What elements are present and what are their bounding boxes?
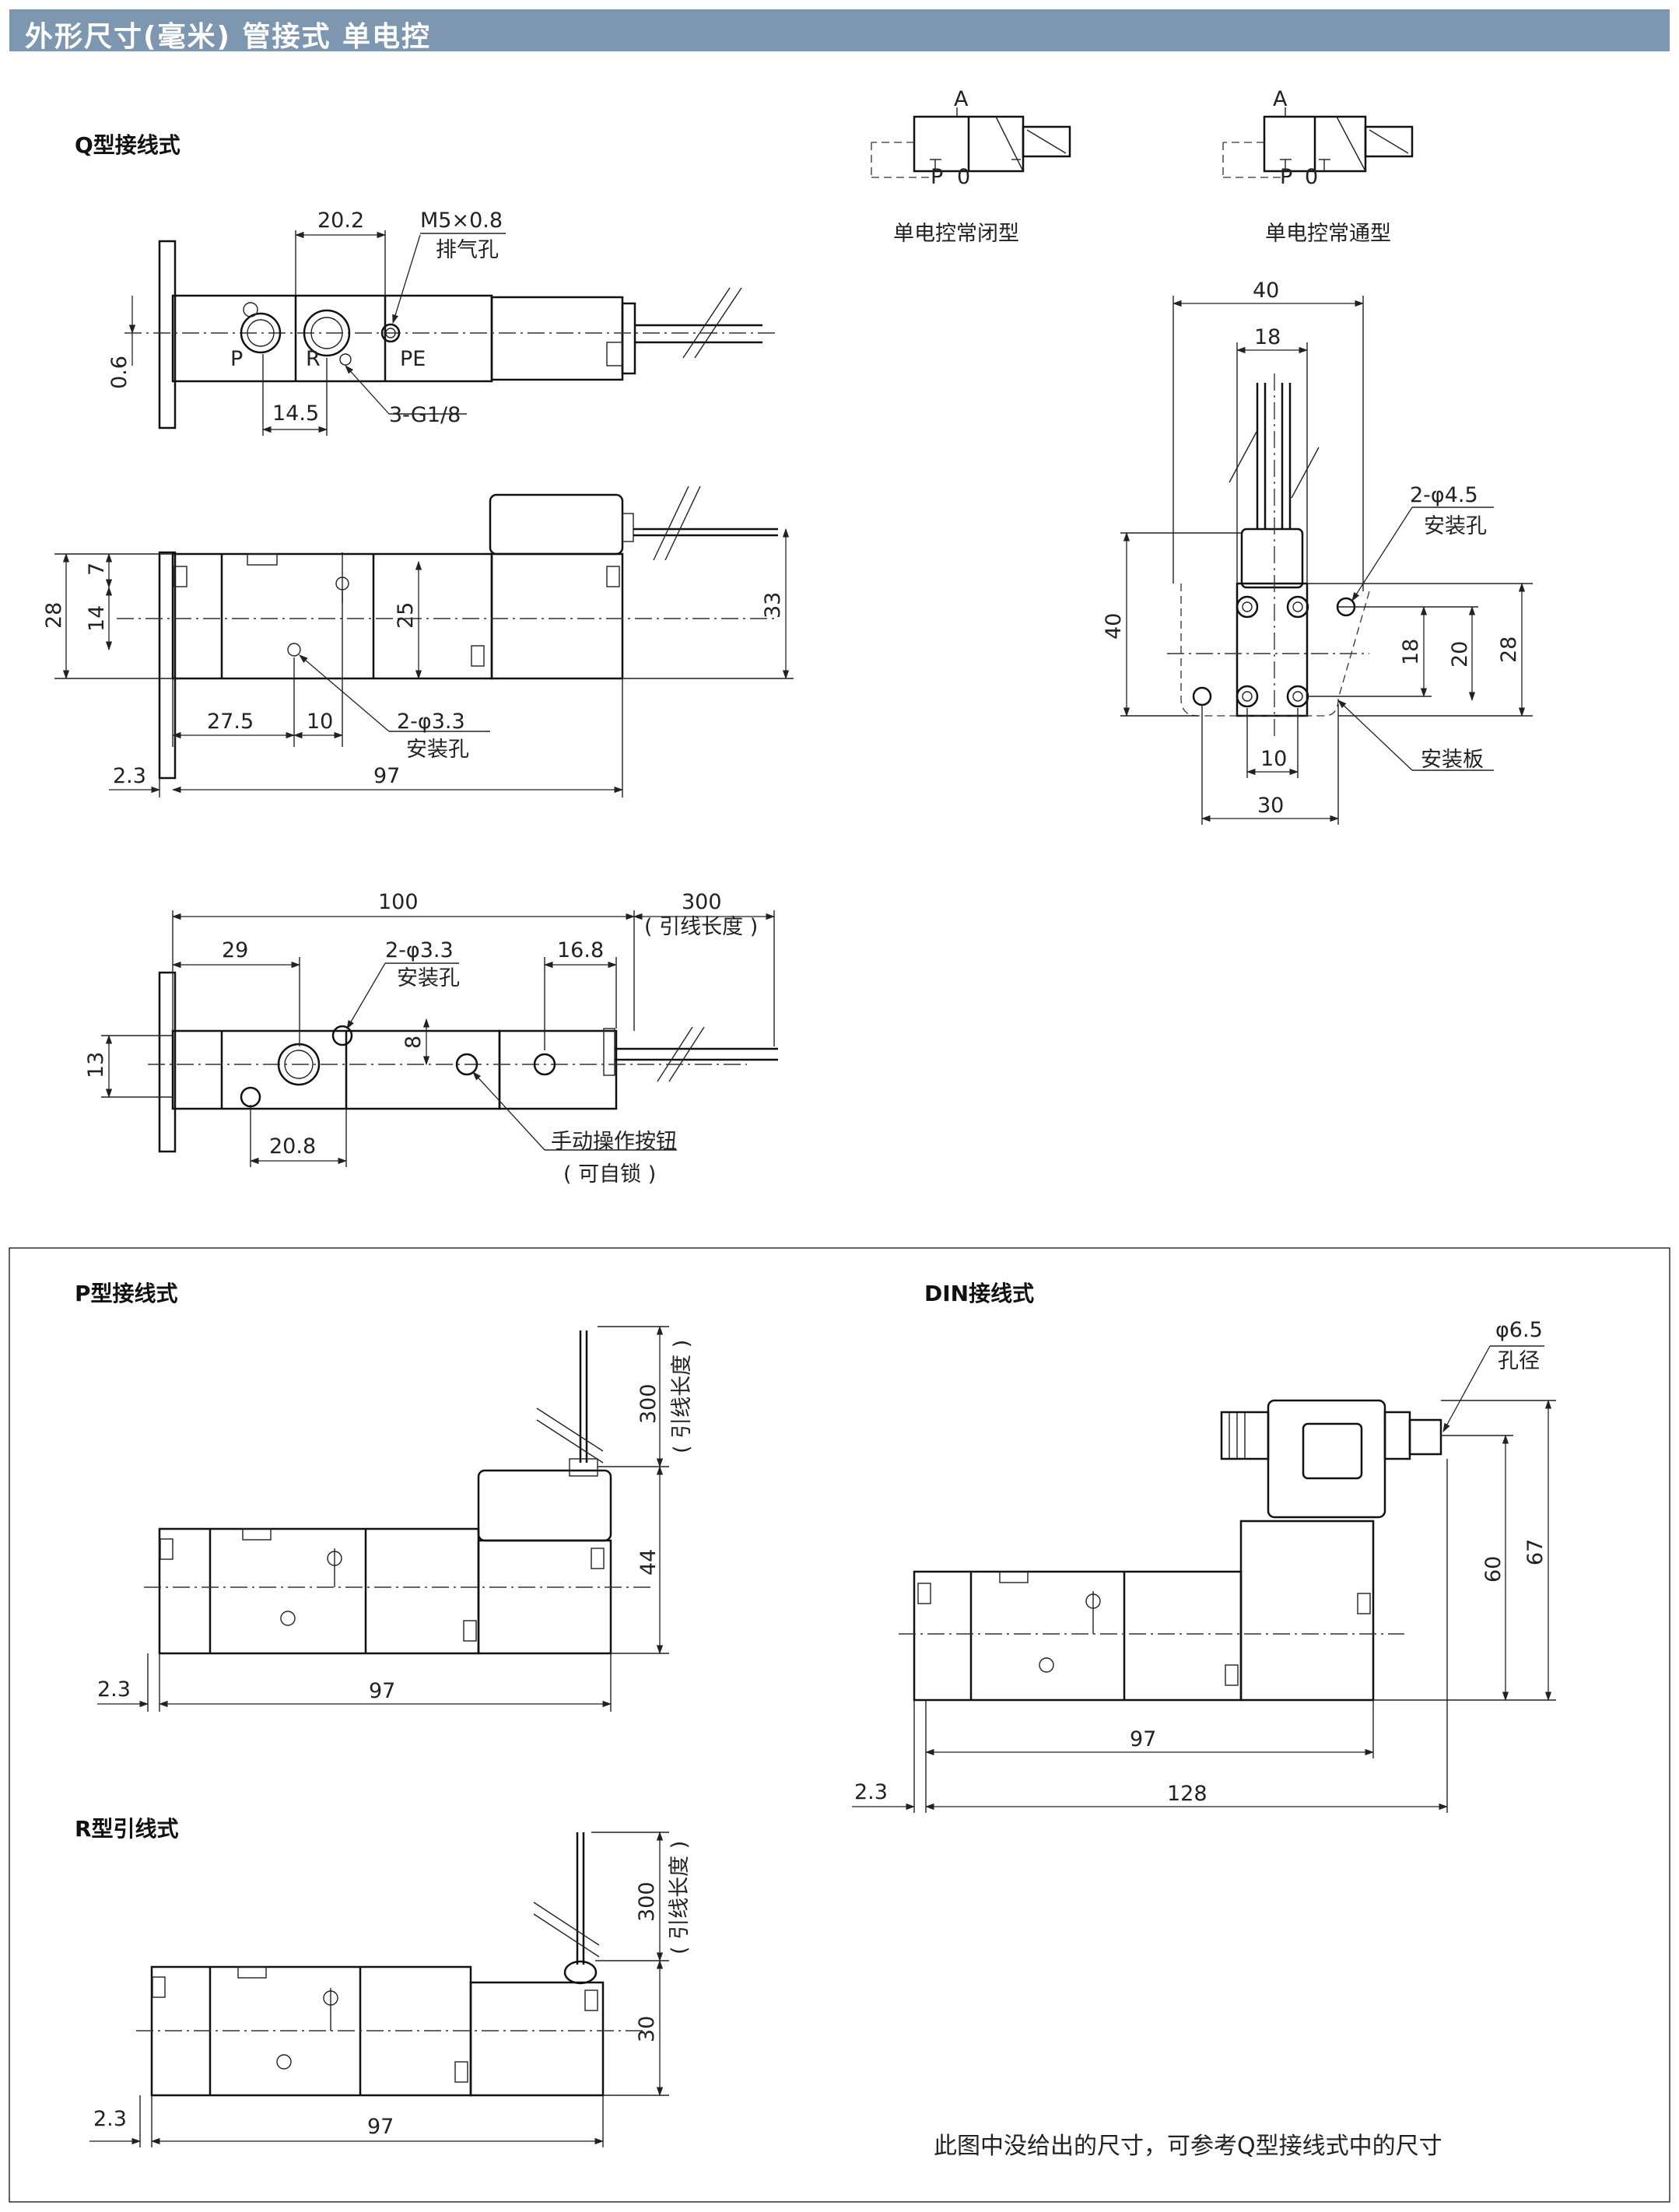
q-bottom-dim-8: 8 — [401, 1036, 426, 1049]
q-bottom-holes-label: 安装孔 — [397, 966, 460, 990]
din-dim-128: 128 — [1167, 1782, 1208, 1806]
q-bottom-manual-label: 手动操作按钮 — [551, 1130, 677, 1154]
r-lead-length: ( 引线长度 ) — [668, 1841, 692, 1954]
r-dim-300: 300 — [635, 1881, 659, 1922]
q-bottom-holes: 2-φ3.3 — [385, 938, 454, 962]
r-dim-2-3: 2.3 — [93, 2107, 127, 2131]
side-view: 40 18 2-φ4.5 安装孔 40 18 20 28 10 30 — [1102, 279, 1533, 825]
nc-port-a: A — [954, 87, 969, 111]
q-bottom-dim-100: 100 — [378, 890, 419, 914]
q-front-dim-2-3: 2.3 — [113, 764, 146, 788]
q-front-dim-27-5: 27.5 — [207, 710, 254, 734]
q-front-dim-14: 14 — [85, 605, 109, 632]
q-top-view: 20.2 M5×0.8 排气孔 P R PE 0.6 14.5 3-G1/8 — [107, 209, 778, 436]
p-dim-300: 300 — [636, 1383, 661, 1424]
p-dim-44: 44 — [636, 1549, 661, 1576]
din-dim-97: 97 — [1130, 1727, 1156, 1751]
symbol-normally-open: A P 0 单电控常通型 — [1222, 87, 1414, 246]
nc-caption: 单电控常闭型 — [893, 222, 1019, 246]
side-dim-20h: 20 — [1448, 641, 1472, 668]
side-dim-10: 10 — [1260, 747, 1287, 771]
q-bottom-dim-13: 13 — [84, 1052, 108, 1078]
side-holes: 2-φ4.5 — [1410, 483, 1478, 507]
r-dim-30: 30 — [635, 2016, 659, 2042]
r-dim-97: 97 — [367, 2115, 394, 2139]
p-type-view: 300 ( 引线长度 ) 44 2.3 97 — [97, 1325, 694, 1712]
side-dim-18w: 18 — [1254, 325, 1281, 349]
section-q-title: Q型接线式 — [75, 132, 181, 158]
no-port-p: P — [1280, 165, 1292, 189]
p-dim-97: 97 — [369, 1679, 395, 1703]
q-front-view: 28 7 14 25 33 27.5 10 2-φ3.3 安装孔 2.3 97 — [42, 486, 794, 798]
lower-panel-frame — [9, 1247, 1670, 2203]
p-lead-length: ( 引线长度 ) — [670, 1340, 694, 1453]
r-type-view: 300 ( 引线长度 ) 30 2.3 97 — [89, 1831, 692, 2147]
din-hole-label: 孔径 — [1498, 1349, 1540, 1373]
section-p-title: P型接线式 — [75, 1281, 178, 1306]
side-dim-28h: 28 — [1497, 636, 1521, 663]
q-top-port-pe: PE — [400, 347, 426, 371]
side-plate-label: 安装板 — [1421, 748, 1484, 772]
side-dim-40h: 40 — [1102, 613, 1126, 640]
page-title: 外形尺寸(毫米) 管接式 单电控 — [25, 21, 431, 53]
symbol-normally-closed: A P 0 单电控常闭型 — [871, 87, 1071, 246]
q-top-dim-14-5: 14.5 — [272, 401, 319, 426]
q-front-holes-label: 安装孔 — [406, 738, 469, 762]
q-front-holes: 2-φ3.3 — [397, 710, 465, 734]
q-top-dim-20-2: 20.2 — [317, 209, 364, 233]
q-top-port-r: R — [306, 347, 321, 371]
side-holes-label: 安装孔 — [1424, 514, 1487, 538]
q-bottom-view: 100 300 ( 引线长度 ) 29 2-φ3.3 安装孔 16.8 13 8… — [84, 890, 778, 1187]
q-bottom-dim-20-8: 20.8 — [269, 1134, 316, 1159]
p-dim-2-3: 2.3 — [97, 1677, 131, 1702]
din-dim-67: 67 — [1523, 1539, 1548, 1565]
q-front-dim-28: 28 — [42, 602, 66, 629]
page-header: 外形尺寸(毫米) 管接式 单电控 — [9, 9, 1670, 53]
q-bottom-lead-length: ( 引线长度 ) — [644, 915, 758, 939]
q-top-thread-label: M5×0.8 — [420, 209, 503, 233]
din-type-view: φ6.5 孔径 60 67 97 2.3 128 — [852, 1318, 1556, 1813]
section-din-title: DIN接线式 — [924, 1281, 1034, 1306]
q-front-dim-97: 97 — [373, 764, 400, 788]
q-top-dim-0-6: 0.6 — [107, 356, 131, 389]
q-top-ports-label: 3-G1/8 — [389, 403, 461, 427]
side-dim-40w: 40 — [1253, 279, 1279, 303]
q-front-dim-10: 10 — [307, 710, 333, 734]
din-dim-2-3: 2.3 — [854, 1780, 888, 1804]
no-caption: 单电控常通型 — [1265, 222, 1391, 246]
q-bottom-dim-300: 300 — [682, 890, 722, 914]
no-port-a: A — [1273, 87, 1288, 111]
q-top-exhaust-label: 排气孔 — [436, 238, 499, 262]
side-dim-18h: 18 — [1399, 639, 1423, 665]
q-front-dim-7: 7 — [85, 563, 109, 576]
q-front-dim-25: 25 — [394, 602, 418, 629]
q-bottom-dim-29: 29 — [222, 938, 248, 962]
q-top-port-p: P — [230, 347, 243, 371]
din-dim-60: 60 — [1481, 1556, 1505, 1583]
side-dim-30: 30 — [1257, 794, 1284, 818]
nc-port-p: P — [931, 165, 943, 189]
din-dim-phi: φ6.5 — [1495, 1318, 1543, 1342]
footnote: 此图中没给出的尺寸，可参考Q型接线式中的尺寸 — [934, 2133, 1442, 2160]
no-port-o: 0 — [1305, 165, 1318, 189]
q-bottom-dim-16-8: 16.8 — [557, 938, 604, 962]
q-front-dim-33: 33 — [761, 592, 785, 619]
nc-port-o: 0 — [957, 165, 970, 189]
section-r-title: R型引线式 — [75, 1816, 179, 1842]
q-bottom-lockable-label: ( 可自锁 ) — [563, 1162, 656, 1187]
